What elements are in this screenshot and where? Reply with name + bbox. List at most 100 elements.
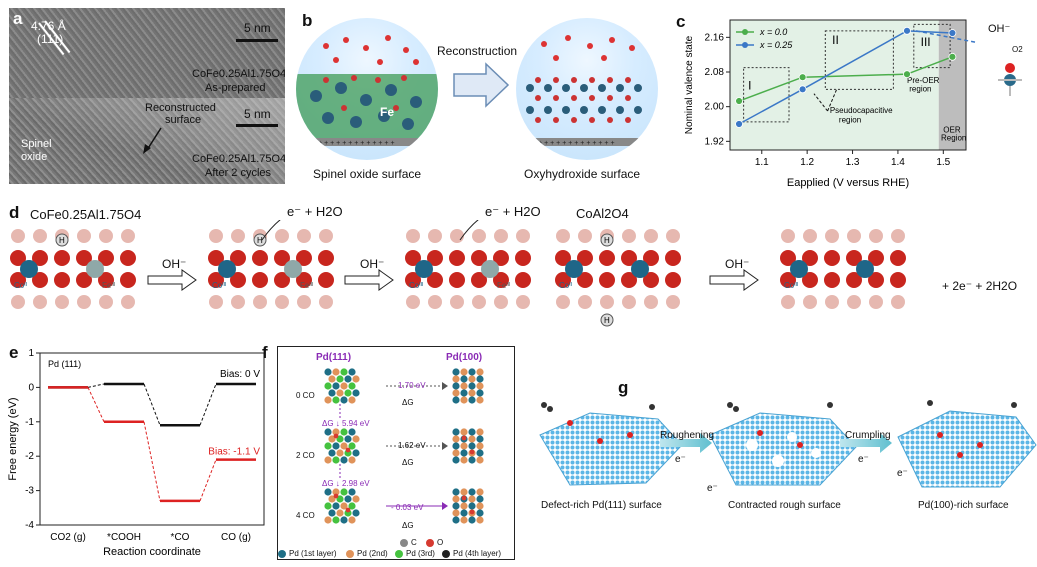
atom-1-0 — [555, 250, 571, 266]
pd100-atom — [460, 396, 468, 404]
co-ion — [565, 260, 583, 278]
reaction-arrow-0 — [147, 269, 197, 291]
pd111-atom — [352, 509, 360, 517]
atom-3-1 — [428, 295, 442, 309]
h-label-top: H — [59, 236, 65, 245]
pd111-atom — [324, 428, 332, 436]
y-tick-label-0: 1 — [28, 348, 34, 359]
co-ion — [790, 260, 808, 278]
pd100-atom — [452, 488, 460, 496]
pd111-atom — [332, 396, 340, 404]
atom-0-5 — [666, 229, 680, 243]
pd111-atom — [340, 396, 348, 404]
atom-3-0 — [209, 295, 223, 309]
pd100-atom — [476, 516, 484, 524]
pd111-atom — [336, 449, 344, 457]
h-label-bottom: H — [604, 316, 610, 325]
co-ion-2 — [631, 260, 649, 278]
x-tick-label-2: 1.3 — [846, 157, 860, 168]
atom-2-5 — [515, 272, 531, 288]
co-o-atom — [461, 495, 467, 501]
atom-2-2 — [252, 272, 268, 288]
atom-1-4 — [493, 250, 509, 266]
series-1-connector-1 — [143, 421, 161, 502]
atom-1-2 — [599, 250, 615, 266]
fe-ion — [86, 260, 104, 278]
atom-2-0 — [10, 272, 26, 288]
pd111-slab-0 — [324, 368, 360, 404]
panel-label-f: f — [262, 343, 268, 362]
pd100-atom — [460, 375, 468, 383]
atom-1-1 — [427, 250, 443, 266]
atom-1-2 — [252, 250, 268, 266]
co-label: Coᴵᴵᴵ — [409, 281, 423, 290]
electron-1: e⁻ — [675, 454, 686, 465]
co-ion-2 — [856, 260, 874, 278]
pseudo-pointer-2 — [827, 89, 838, 112]
x-tick-label-1: *COOH — [107, 532, 141, 543]
pd100-atom — [468, 375, 476, 383]
atom-2-0 — [780, 272, 796, 288]
region-label-3: III — [921, 35, 931, 49]
pd100-atom — [460, 516, 468, 524]
series-0-connector-1 — [143, 383, 161, 426]
y-tick-label-1: 0 — [28, 382, 34, 393]
atom-3-5 — [121, 295, 135, 309]
atom-0-4 — [869, 229, 883, 243]
row-dg-2: ΔG — [402, 521, 414, 530]
transition-arrowhead-2 — [442, 502, 448, 510]
pre-oer-label-1: Pre-OER — [907, 76, 940, 85]
atom-3-0 — [11, 295, 25, 309]
atom-0-4 — [297, 229, 311, 243]
pd100-atom — [468, 435, 476, 443]
h-atom-top — [253, 233, 267, 247]
pd100-atom — [468, 368, 476, 376]
electron-3: e⁻ — [858, 454, 869, 465]
electron-4: e⁻ — [897, 468, 908, 479]
pd111-atom — [340, 502, 348, 510]
plot-frame — [39, 352, 265, 526]
lattice-spacing: 4.76 Å — [31, 19, 66, 33]
pd111-atom — [348, 442, 356, 450]
atom-1-4 — [643, 250, 659, 266]
pd111-atom — [352, 435, 360, 443]
atom-1-4 — [868, 250, 884, 266]
pd100-atom — [452, 382, 460, 390]
co-label: Coᴵᴵᴵ — [784, 281, 798, 290]
pd111-slab-2 — [324, 488, 360, 524]
y-tick-label-2: -1 — [25, 417, 34, 428]
atom-0-5 — [121, 229, 135, 243]
atom-0-0 — [209, 229, 223, 243]
x-axis-label: Eapplied (V versus RHE) — [787, 177, 909, 189]
pd111-atom — [344, 389, 352, 397]
atom-1-0 — [10, 250, 26, 266]
pd111-atom — [348, 488, 356, 496]
legend-layer-3: Pd (3rd) — [395, 549, 435, 558]
pd100-atom — [476, 502, 484, 510]
atom-0-3 — [847, 229, 861, 243]
oer-molecule-icon — [998, 63, 1022, 96]
atom-0-3 — [472, 229, 486, 243]
oh-arrow-label-2: OH⁻ — [360, 257, 385, 271]
pd111-atom — [344, 375, 352, 383]
atom-3-5 — [891, 295, 905, 309]
series-1-point-3 — [948, 29, 957, 37]
atom-3-1 — [33, 295, 47, 309]
h-atom-top — [55, 233, 69, 247]
atom-2-0 — [555, 272, 571, 288]
atom-2-3 — [76, 272, 92, 288]
atom-0-4 — [644, 229, 658, 243]
atom-0-1 — [33, 229, 47, 243]
atom-2-5 — [120, 272, 136, 288]
pd111-atom — [348, 456, 356, 464]
atom-1-5 — [665, 250, 681, 266]
oh-arrow-label-3: OH⁻ — [725, 257, 750, 271]
co-o-atom — [469, 509, 475, 515]
pd100-slab-2 — [452, 488, 484, 524]
legend-label-1: x = 0.25 — [759, 40, 793, 50]
atom-0-3 — [275, 229, 289, 243]
atom-1-0 — [780, 250, 796, 266]
